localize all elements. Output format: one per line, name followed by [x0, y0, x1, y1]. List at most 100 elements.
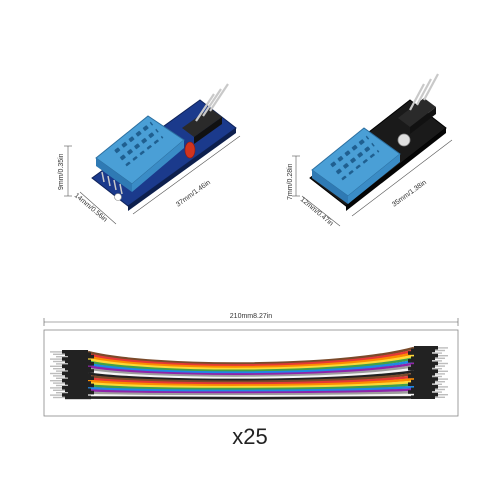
jumper-wire [87, 375, 415, 385]
connector-pin [432, 368, 442, 370]
jumper-wire [87, 383, 415, 391]
connector-pin [56, 384, 68, 387]
module-b-dimensions [292, 139, 453, 227]
connector-pin [53, 375, 65, 377]
jumper-wire [87, 377, 415, 387]
connector-housing [411, 356, 435, 360]
jumper-wire [87, 349, 415, 367]
module-a-height-label: 9mm/0.35in [58, 153, 65, 190]
connector-housing [65, 352, 91, 356]
jumper-wire [87, 372, 415, 384]
connector-housing [408, 359, 432, 363]
connector-housing [68, 390, 94, 395]
connector-pin [56, 377, 68, 379]
connector-housing [408, 351, 432, 355]
jumper-wire [87, 357, 415, 373]
connector-pin [53, 360, 65, 363]
connector-housing [414, 353, 438, 358]
jumper-wire [87, 354, 415, 371]
mounting-hole-icon [397, 133, 411, 147]
connector-housing [68, 369, 94, 373]
connector-housing [411, 348, 435, 353]
connector-housing [414, 361, 438, 366]
jumper-wire [87, 367, 415, 380]
connector-pin [435, 373, 445, 375]
connector-pin [53, 389, 65, 391]
connector-housing [411, 395, 435, 399]
module-b-height-label: 7mm/0.28in [287, 163, 294, 200]
connector-pin [435, 365, 445, 367]
connector-housing [62, 378, 88, 383]
connector-housing [411, 379, 435, 384]
connector-housing [408, 382, 432, 386]
connector-pin [53, 353, 65, 355]
jumper-wire [87, 380, 415, 389]
jumper-wire [87, 388, 415, 395]
jumper-wire [87, 364, 415, 378]
module-a-dimensions [64, 135, 241, 225]
connector-pin [50, 387, 62, 389]
connector-pin [432, 352, 442, 354]
connector-pin [50, 351, 62, 353]
connector-pin [435, 381, 445, 383]
sensor-housing [95, 115, 185, 192]
connector-housing [414, 385, 438, 389]
connector-housing [414, 346, 438, 350]
connector-pin [56, 370, 68, 372]
connector-housing [68, 376, 94, 380]
connector-pin [50, 380, 62, 382]
connector-housing [65, 374, 91, 378]
cable-length-label: 210mm8.27in [230, 313, 273, 320]
pin-header [398, 73, 439, 134]
connector-housing [65, 381, 91, 385]
connector-housing [68, 383, 94, 388]
jumper-wire [87, 359, 415, 374]
module-a-width-label: 14mm/0.56in [73, 192, 109, 223]
connector-pin [432, 383, 442, 385]
connector-pin [56, 356, 68, 358]
connector-pin [438, 347, 448, 349]
connector-pin [432, 375, 442, 378]
dht11-module-blue-board [91, 83, 237, 211]
jumper-wire [87, 385, 415, 393]
module-a-length-label: 37mm/1.46in [175, 179, 212, 209]
connector-housing [62, 393, 88, 397]
connector-pin [56, 392, 68, 394]
connector-pin [50, 394, 62, 396]
sensor-housing [311, 127, 401, 204]
connector-pin [435, 388, 445, 391]
connector-housing [68, 362, 94, 366]
connector-housings-left [50, 350, 94, 400]
pin-header [182, 83, 229, 144]
connector-housings-right [408, 346, 448, 399]
connector-housing [411, 364, 435, 368]
connector-pin [53, 396, 65, 399]
jumper-wire [87, 396, 415, 400]
connector-pin [438, 378, 448, 380]
connector-housing [65, 388, 91, 392]
connector-pin [435, 396, 445, 398]
connector-pin [435, 349, 445, 352]
connector-pin [432, 360, 442, 362]
connector-housing [62, 364, 88, 368]
connector-housing [65, 395, 91, 400]
connector-pin [56, 363, 68, 365]
connector-pin [438, 386, 448, 388]
dupont-jumper-wires [87, 346, 415, 400]
connector-pin [438, 394, 448, 396]
connector-pin [50, 365, 62, 367]
connector-housing [408, 374, 432, 379]
connector-pin [435, 357, 445, 359]
connector-housing [408, 390, 432, 394]
jumper-wire [87, 346, 415, 365]
connector-pin [50, 372, 62, 375]
dht11-module-black-board [309, 73, 447, 211]
connector-housing [414, 369, 438, 373]
cable-frame [43, 329, 459, 417]
connector-pin [438, 370, 448, 372]
jumper-wire [87, 362, 415, 376]
connector-pin [438, 362, 448, 365]
connector-pin [438, 355, 448, 357]
connector-housing [408, 366, 432, 371]
